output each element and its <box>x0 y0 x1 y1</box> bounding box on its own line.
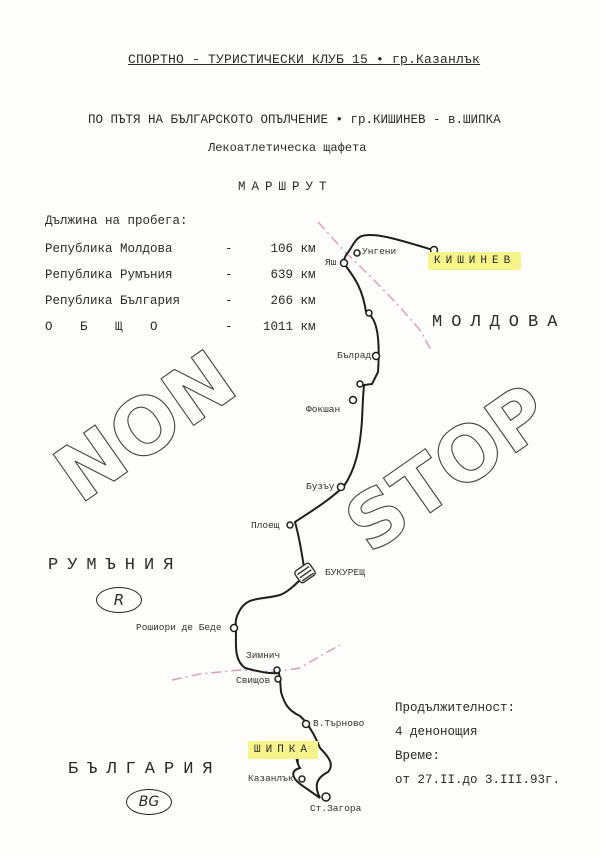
city-dot-buzau <box>336 482 346 492</box>
city-label-bucharest: БУКУРЕЩ <box>325 567 365 578</box>
distance-row-romania: Република Румъния - 639 км <box>45 268 316 282</box>
romania-code-oval: R <box>96 587 142 613</box>
distance-unit: км <box>300 268 316 282</box>
city-label-tarnovo: В.Търново <box>313 718 365 729</box>
city-dot-stop2 <box>356 380 364 388</box>
non-stamp: NON <box>39 334 252 521</box>
distance-value: 639 <box>270 268 293 282</box>
city-label-focsani: Фокшан <box>306 404 341 415</box>
bulgaria-code-oval: BG <box>126 789 172 815</box>
city-label-svishtov: Свищов <box>236 675 271 686</box>
stop-stamp: STOP <box>329 367 566 570</box>
country-label-moldova: МОЛДОВА <box>432 313 567 332</box>
city-dot-barlad <box>371 351 381 361</box>
bucharest-city-symbol <box>294 562 316 584</box>
distance-value: 1011 <box>262 320 293 334</box>
city-dot-tarnovo <box>301 719 311 729</box>
city-dot-ungheni <box>353 249 361 257</box>
distance-row-bulgaria: Република България - 266 км <box>45 294 316 308</box>
distance-heading: Дължина на пробега: <box>45 214 188 228</box>
country-label-bulgaria: БЪЛГАРИЯ <box>68 760 222 779</box>
distance-row-total: О Б Щ О - 1011 км <box>45 320 316 334</box>
city-dot-stara-zagora <box>321 792 331 802</box>
city-dot-iasi <box>339 258 349 268</box>
distance-country: Република Молдова <box>45 242 173 256</box>
route-title: МАРШРУТ <box>238 180 333 194</box>
city-dot-kazanlak <box>298 775 306 783</box>
city-label-buzau: Бузъу <box>306 481 335 492</box>
duration-label: Продължителност: <box>395 701 516 715</box>
city-dot-zimnicea <box>273 666 281 674</box>
distance-country: Република Румъния <box>45 268 173 282</box>
start-city-chisinau: КИШИНЕВ <box>428 252 522 270</box>
distance-dash: - <box>225 242 233 256</box>
time-label: Време: <box>395 749 441 763</box>
city-label-barlad: Бълрад <box>337 350 372 361</box>
distance-value: 266 <box>270 294 293 308</box>
city-dot-rosiori <box>229 623 239 633</box>
city-dot-focsani <box>348 395 358 405</box>
finish-shipka: ШИПКА <box>248 741 319 759</box>
city-label-stara-zagora: Ст.Загора <box>310 803 362 814</box>
country-label-romania: РУМЪНИЯ <box>48 556 183 575</box>
club-title: СПОРТНО - ТУРИСТИЧЕСКИ КЛУБ 15 • гр.Каза… <box>128 52 481 67</box>
event-subtitle: Лекоатлетическа щафета <box>208 141 367 155</box>
distance-unit: км <box>300 320 316 334</box>
distance-country: Република България <box>45 294 181 308</box>
city-dot-stop1 <box>365 309 373 317</box>
distance-row-moldova: Република Молдова - 106 км <box>45 242 316 256</box>
city-label-zimnicea: Зимнич <box>246 650 281 661</box>
city-dot-ploiesti <box>286 521 294 529</box>
city-label-iasi: Яш <box>325 257 337 268</box>
distance-unit: км <box>300 242 316 256</box>
city-label-ungheni: Унгени <box>362 246 397 257</box>
city-label-ploiesti: Плоещ <box>251 520 280 531</box>
time-value: от 27.II.до 3.III.93г. <box>395 773 561 787</box>
distance-dash: - <box>225 320 233 334</box>
distance-value: 106 <box>270 242 293 256</box>
distance-total-label: О Б Щ О <box>45 320 168 334</box>
city-label-kazanlak: Казанлък <box>248 773 294 784</box>
city-dot-svishtov <box>274 675 282 683</box>
distance-unit: км <box>300 294 316 308</box>
distance-dash: - <box>225 294 233 308</box>
event-title: ПО ПЪТЯ НА БЪЛГАРСКОТО ОПЪЛЧЕНИЕ • гр.КИ… <box>88 113 501 127</box>
city-label-rosiori: Рошиори де Беде <box>136 622 222 633</box>
distance-dash: - <box>225 268 233 282</box>
duration-value: 4 денонощия <box>395 725 478 739</box>
moldova-border-line <box>317 221 433 353</box>
